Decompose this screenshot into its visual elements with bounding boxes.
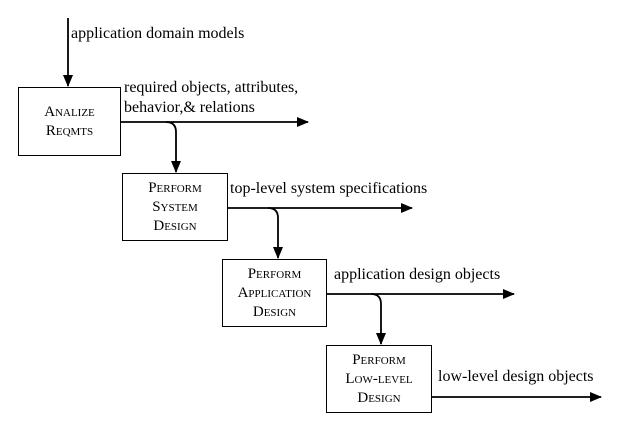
application-design-box: Perform Application Design xyxy=(222,259,327,327)
box-label-line: Application xyxy=(237,284,312,301)
handoff-arrow-3 xyxy=(370,293,386,345)
box-label-line: Perform xyxy=(247,265,302,282)
box-label-line: Low-level xyxy=(345,370,413,387)
box-label-line: Analize xyxy=(44,103,95,120)
box-label-line: Perform xyxy=(148,179,202,196)
low-level-design-box: Perform Low-level Design xyxy=(326,345,432,413)
box-label-line: Design xyxy=(252,303,297,320)
output-label-line: behavior,& relations xyxy=(124,99,255,116)
output-label-line: required objects, attributes, xyxy=(124,79,299,96)
output-label-1: required objects, attributes, behavior,&… xyxy=(124,78,298,118)
box-label-line: Design xyxy=(153,217,197,234)
box-label-line: System xyxy=(152,198,198,215)
input-label: application domain models xyxy=(71,25,245,42)
output-label-2: top-level system specifications xyxy=(230,180,428,197)
system-design-box: Perform System Design xyxy=(122,173,228,241)
box-label-line: Design xyxy=(357,389,401,406)
output-label-3: application design objects xyxy=(334,266,501,283)
output-label-4: low-level design objects xyxy=(438,368,594,385)
box-label-line: Reqmts xyxy=(45,122,94,139)
box-label-line: Perform xyxy=(352,351,406,368)
analyze-requirements-box: Analize Reqmts xyxy=(18,87,121,156)
handoff-arrow-1 xyxy=(165,121,181,173)
handoff-arrow-2 xyxy=(267,207,283,259)
